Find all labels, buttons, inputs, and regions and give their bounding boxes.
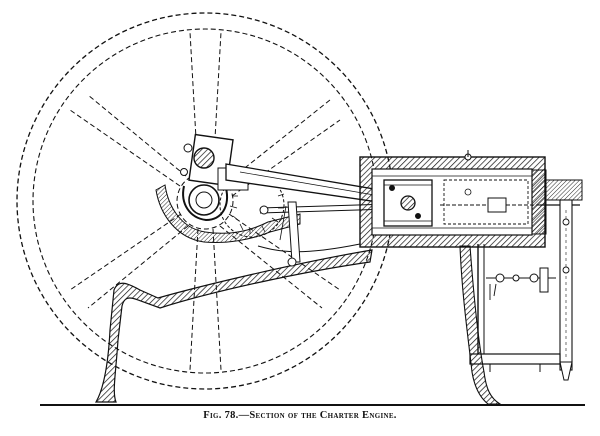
crank-pin <box>193 147 215 169</box>
valve-chamber <box>443 179 529 225</box>
valve-spindle <box>487 197 507 213</box>
crank-shaft-core <box>195 191 213 209</box>
bolt-nut-lower <box>180 168 188 176</box>
valve-gear <box>469 179 583 381</box>
engine-frame <box>94 184 373 403</box>
flywheel-spokes <box>69 31 341 371</box>
main-bearing <box>182 185 228 222</box>
crank-assembly <box>180 133 285 238</box>
gas-fittings <box>477 244 556 354</box>
wrist-pin <box>400 195 416 211</box>
gas-valve-bracket <box>469 353 561 365</box>
cylinder <box>359 150 547 248</box>
bolt-nut-left <box>183 143 193 153</box>
frame-crosshead-support <box>257 243 361 253</box>
cylinder-head <box>531 169 547 235</box>
valve-rod <box>259 201 393 267</box>
frame-casting <box>94 249 373 403</box>
crank-shaft <box>188 184 220 216</box>
figure-caption: Fig. 78.—Section of the Charter Engine. <box>203 410 397 421</box>
frame-upper-arm <box>155 184 301 243</box>
cylinder-pedestal <box>459 245 502 405</box>
